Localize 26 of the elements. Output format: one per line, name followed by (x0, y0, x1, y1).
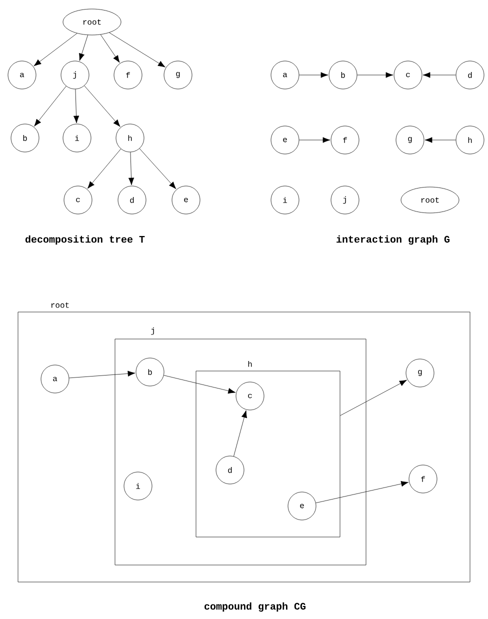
arrow (34, 86, 66, 126)
arrow (128, 152, 134, 186)
arrow (234, 410, 248, 456)
arrow (73, 89, 80, 124)
arrow (100, 34, 120, 63)
caption: compound graph CG (204, 602, 306, 612)
arrow (422, 72, 456, 78)
arrow (299, 137, 330, 143)
caption: decomposition tree T (25, 235, 145, 245)
arrow (139, 148, 176, 190)
arrow (299, 72, 328, 78)
arrow (79, 34, 88, 61)
arrow (340, 380, 407, 416)
arrow (84, 86, 120, 127)
node-label: root (51, 302, 69, 308)
arrow (68, 370, 136, 378)
node-label: j (151, 327, 154, 335)
arrow (87, 148, 122, 189)
caption: interaction graph G (336, 235, 450, 245)
arrow (109, 32, 166, 68)
arrow (316, 481, 409, 504)
node-label: h (248, 361, 252, 367)
arrow (164, 375, 236, 394)
arrow (34, 33, 78, 66)
arrow (424, 137, 456, 143)
arrow (357, 72, 394, 78)
